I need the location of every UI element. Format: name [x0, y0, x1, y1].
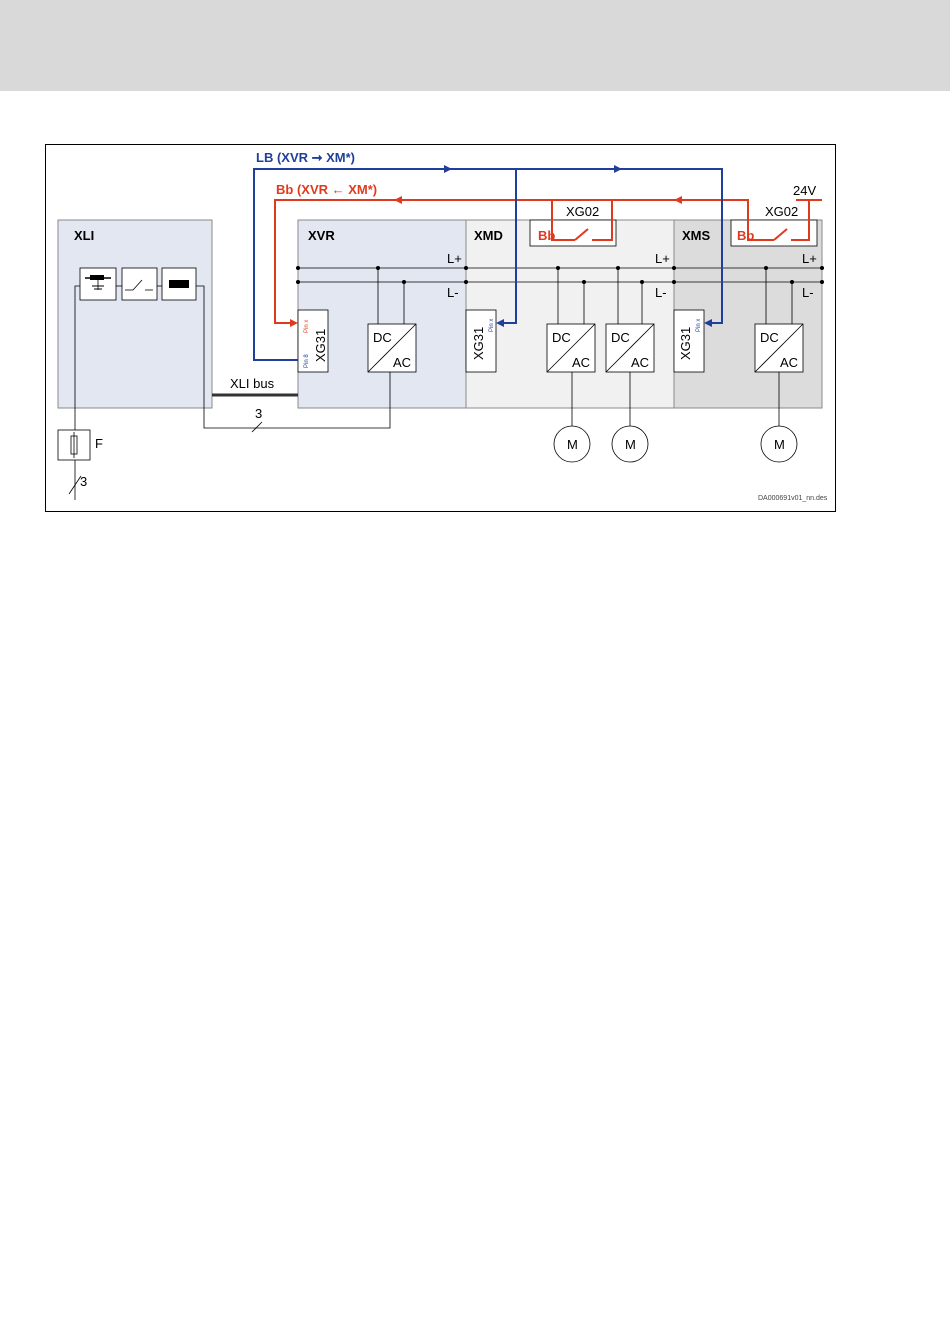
lb-signal-label: LB (XVR ➞ XM*) — [256, 150, 355, 165]
ac-label: AC — [393, 355, 411, 370]
l-plus-xmd: L+ — [655, 251, 670, 266]
l-minus-xvr: L- — [447, 285, 459, 300]
bb-signal-label: Bb (XVR ← XM*) — [276, 182, 377, 197]
xli-bus-label: XLI bus — [230, 376, 275, 391]
dc-label: DC — [611, 330, 630, 345]
phase-count-bus: 3 — [255, 406, 262, 421]
phase-count-mains: 3 — [80, 474, 87, 489]
label-xli: XLI — [74, 228, 94, 243]
pin-8-xvr: Pin 8 — [304, 354, 310, 368]
supply-label: 24V — [793, 183, 816, 198]
xg31-label-xms: XG31 — [678, 327, 693, 360]
ac-label: AC — [631, 355, 649, 370]
label-xvr: XVR — [308, 228, 335, 243]
converter-xmd-2: DC AC — [606, 324, 654, 372]
l-plus-xvr: L+ — [447, 251, 462, 266]
motor-3: M — [761, 426, 797, 462]
rectifier-icon — [169, 280, 189, 288]
dc-label: DC — [552, 330, 571, 345]
motor-2: M — [612, 426, 648, 462]
l-minus-xms: L- — [802, 285, 814, 300]
motor-label: M — [625, 437, 636, 452]
xg02-label-xms: XG02 — [765, 204, 798, 219]
xli-switch-box — [122, 268, 157, 300]
xg02-label-xmd: XG02 — [566, 204, 599, 219]
motor-label: M — [774, 437, 785, 452]
module-xmd — [466, 220, 674, 408]
motor-1: M — [554, 426, 590, 462]
converter-xms: DC AC — [755, 324, 803, 372]
l-plus-xms: L+ — [802, 251, 817, 266]
motor-label: M — [567, 437, 578, 452]
l-minus-xmd: L- — [655, 285, 667, 300]
dc-label: DC — [373, 330, 392, 345]
pin-x-xmd: Pin x — [489, 319, 495, 332]
label-xmd: XMD — [474, 228, 503, 243]
converter-xmd-1: DC AC — [547, 324, 595, 372]
pin-x-xvr: Pin x — [304, 320, 310, 333]
xg31-label-xmd: XG31 — [471, 327, 486, 360]
label-xms: XMS — [682, 228, 711, 243]
module-xli — [58, 220, 212, 408]
fuse-label: F — [95, 436, 103, 451]
ac-label: AC — [780, 355, 798, 370]
converter-xvr: DC AC — [368, 324, 416, 372]
pin-x-xms: Pin x — [696, 319, 702, 332]
drawing-id: DA000691v01_nn.des — [758, 495, 828, 502]
xg31-label-xvr: XG31 — [313, 329, 328, 362]
dc-label: DC — [760, 330, 779, 345]
ac-label: AC — [572, 355, 590, 370]
